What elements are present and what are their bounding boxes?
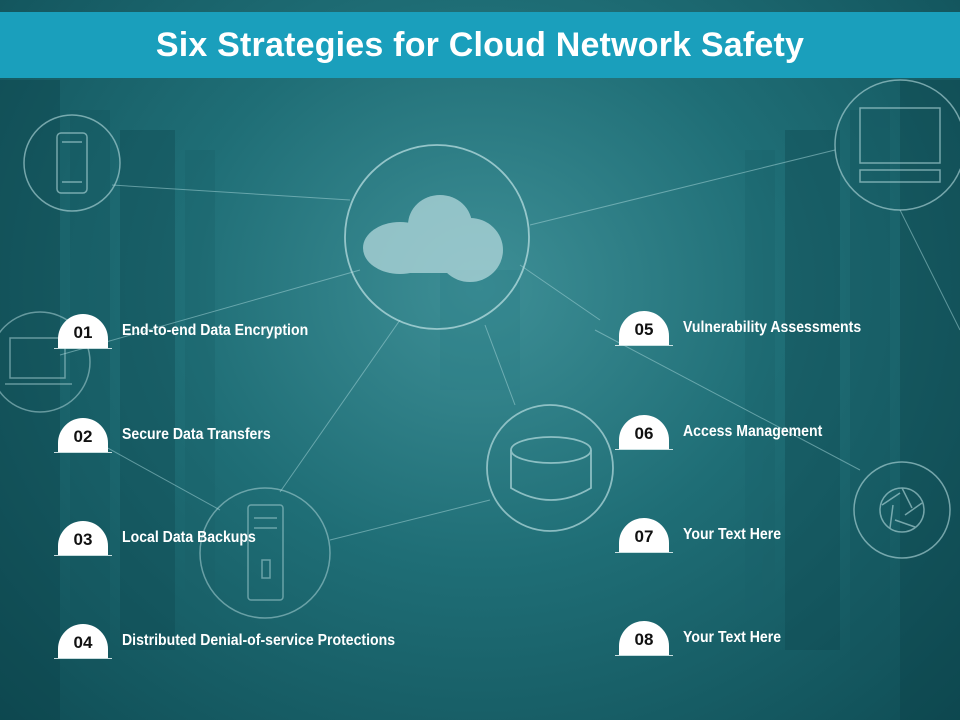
number-badge: 03	[58, 521, 108, 555]
badge-underline	[54, 452, 112, 453]
number-badge: 02	[58, 418, 108, 452]
strategy-label: Local Data Backups	[122, 529, 256, 546]
server-racks	[0, 80, 960, 720]
number-badge: 04	[58, 624, 108, 658]
badge-underline	[615, 655, 673, 656]
badge-underline	[615, 345, 673, 346]
strategy-label: Your Text Here	[683, 629, 782, 646]
badge-underline	[54, 348, 112, 349]
strategy-label: Distributed Denial-of-service Protection…	[122, 632, 396, 649]
badge-underline	[54, 658, 112, 659]
title-bar: Six Strategies for Cloud Network Safety	[0, 12, 960, 78]
cloud-icon	[344, 144, 530, 330]
strategy-label: Your Text Here	[683, 526, 782, 543]
camera-shutter-icon	[853, 461, 951, 559]
strategy-label: Secure Data Transfers	[122, 426, 271, 443]
badge-underline	[615, 449, 673, 450]
number-badge: 05	[619, 311, 669, 345]
server-tower-icon	[199, 487, 331, 619]
slide-title: Six Strategies for Cloud Network Safety	[155, 26, 805, 64]
strategy-label: Vulnerability Assessments	[683, 319, 862, 336]
database-icon	[486, 404, 614, 532]
number-badge: 07	[619, 518, 669, 552]
strategy-label: Access Management	[683, 423, 823, 440]
laptop-icon	[0, 311, 91, 413]
smartphone-icon	[23, 114, 121, 212]
badge-underline	[54, 555, 112, 556]
number-badge: 01	[58, 314, 108, 348]
desktop-monitor-icon	[834, 79, 960, 211]
number-badge: 08	[619, 621, 669, 655]
number-badge: 06	[619, 415, 669, 449]
strategy-label: End-to-end Data Encryption	[122, 322, 309, 339]
badge-underline	[615, 552, 673, 553]
